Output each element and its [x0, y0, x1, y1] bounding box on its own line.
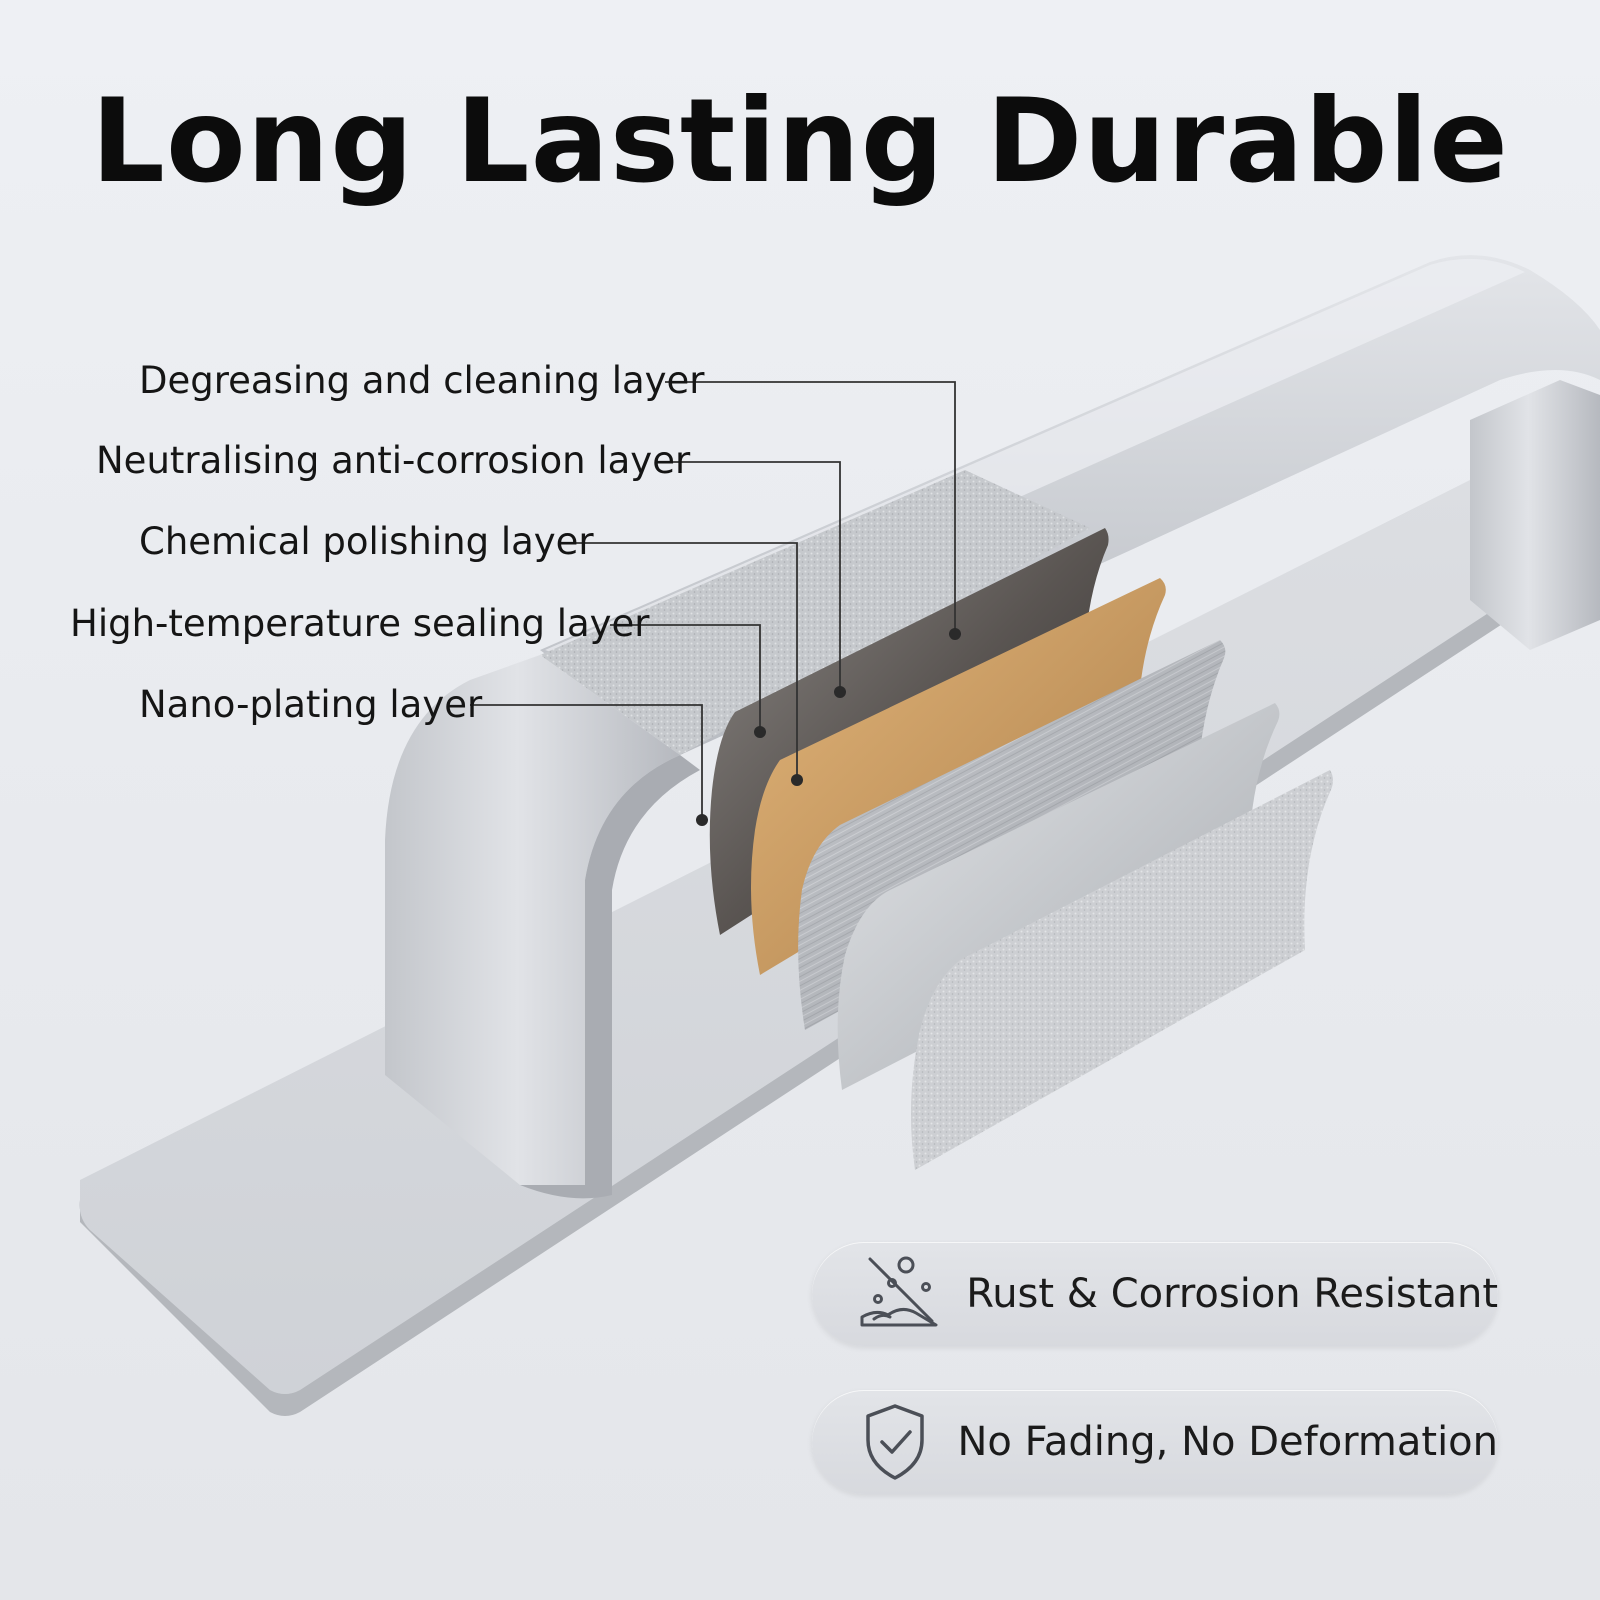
leader-dot-nano [696, 814, 708, 826]
leader-sealing [610, 624, 761, 730]
feature-rust-resistant: Rust & Corrosion Resistant [812, 1242, 1498, 1346]
layer-label-sealing: High-temperature sealing layer [70, 602, 650, 645]
leader-dot-neutralising [834, 686, 846, 698]
leader-dot-chemical [791, 774, 803, 786]
feature-label-rust: Rust & Corrosion Resistant [966, 1271, 1498, 1317]
cut-section [540, 470, 1090, 755]
layer-label-nano: Nano-plating layer [139, 683, 483, 726]
rust-corrosion-icon [852, 1246, 946, 1342]
leader-neutralising [655, 461, 841, 690]
sparkle-layer [911, 770, 1333, 1170]
handle-leg-back [1470, 380, 1600, 650]
handle-leg-front-shadow [520, 755, 700, 1199]
leader-degreasing [665, 381, 956, 632]
leader-chemical [567, 542, 798, 778]
feature-label-no-fading: No Fading, No Deformation [957, 1419, 1498, 1465]
page-title: Long Lasting Durable [91, 74, 1509, 209]
feature-no-fading: No Fading, No Deformation [812, 1390, 1498, 1494]
handle-leg-front [385, 655, 680, 1190]
leader-nano [470, 704, 703, 818]
layer-label-degreasing: Degreasing and cleaning layer [139, 359, 705, 402]
leader-dot-degreasing [949, 628, 961, 640]
layer-label-chemical: Chemical polishing layer [139, 520, 594, 563]
shield-check-icon [852, 1394, 937, 1490]
layer-label-neutralising: Neutralising anti-corrosion layer [96, 439, 691, 482]
leader-dot-sealing [754, 726, 766, 738]
sparkle-layer-shade [911, 770, 1333, 1170]
